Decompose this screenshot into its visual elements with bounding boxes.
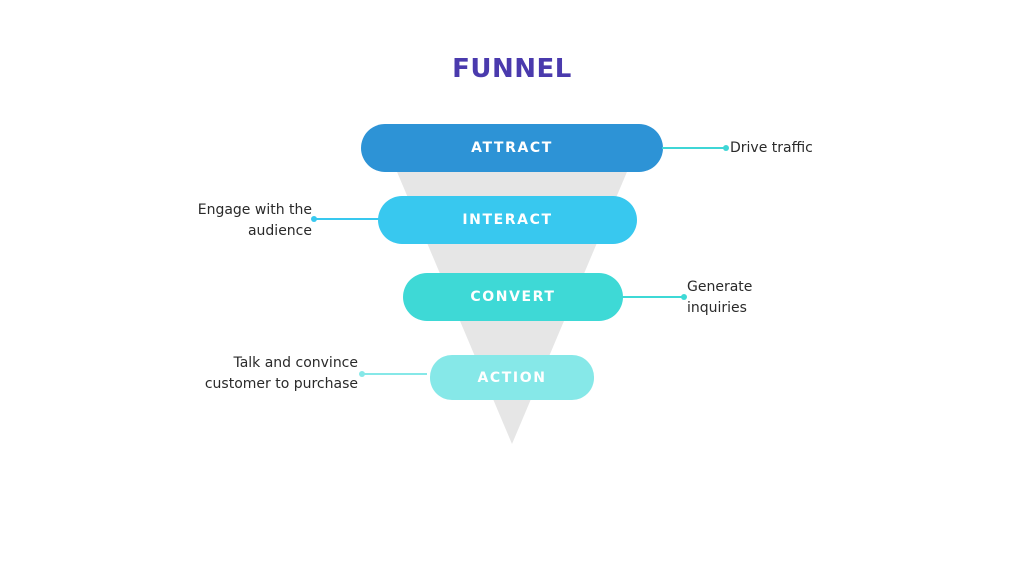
description-interact: Engage with the audience [198,200,312,242]
stage-interact: INTERACT [378,196,637,244]
stage-convert-label: CONVERT [470,289,556,305]
description-action-line-1: Talk and convince [233,355,358,371]
description-action: Talk and convince customer to purchase [205,353,358,395]
stage-interact-label: INTERACT [462,212,553,228]
description-convert: Generate inquiries [687,277,752,319]
description-interact-line-1: Engage with the [197,202,312,218]
connector-dot-convert [681,294,687,300]
stage-action-label: ACTION [477,369,547,386]
stage-convert: CONVERT [403,273,623,321]
description-attract-line-1: Drive traffic [730,140,813,156]
description-convert-line-1: Generate [687,279,753,295]
description-convert-line-2: inquiries [687,300,747,316]
stage-attract: ATTRACT [361,124,663,172]
connector-dot-action [359,371,365,377]
description-attract: Drive traffic [730,138,813,159]
description-interact-line-2: audience [247,223,312,239]
connector-attract [662,147,726,149]
stage-attract-label: ATTRACT [471,140,553,156]
connector-convert [622,296,684,298]
description-action-line-2: customer to purchase [204,376,358,392]
stage-action: ACTION [430,355,594,400]
connector-interact [315,218,379,220]
connector-action [363,373,427,375]
connector-dot-attract [723,145,729,151]
connector-dot-interact [311,216,317,222]
page-title: FUNNEL [452,54,572,84]
